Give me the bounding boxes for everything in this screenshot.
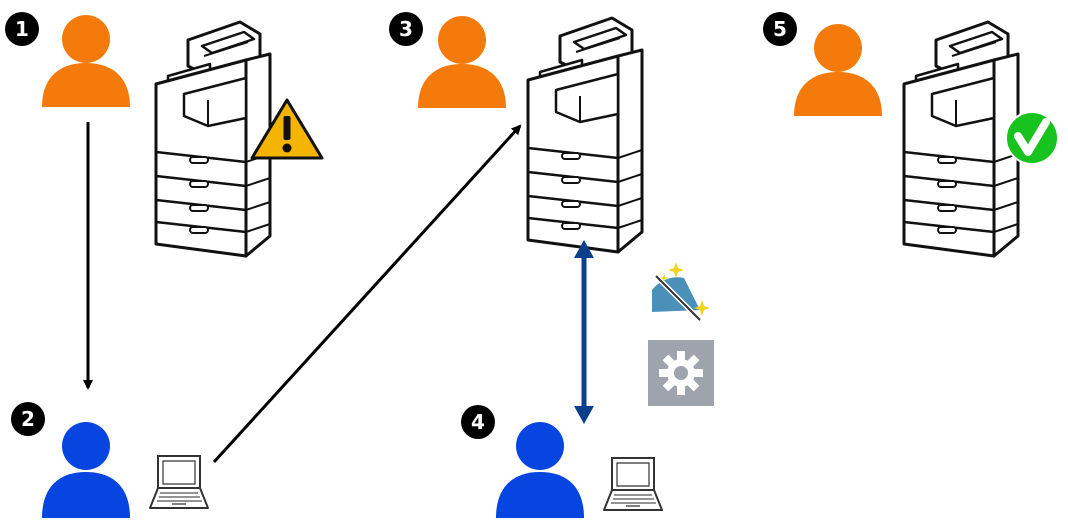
bidirectional-arrow: [574, 240, 594, 424]
printer-icon: [526, 16, 644, 254]
step-1: 1: [5, 12, 324, 258]
printer-icon: [902, 20, 1020, 258]
laptop-icon: [603, 457, 663, 511]
step-4-badge: 4: [461, 405, 495, 439]
svg-text:5: 5: [773, 17, 787, 41]
svg-text:3: 3: [399, 17, 413, 41]
step-3-badge: 3: [389, 12, 423, 46]
gear-icon: [648, 340, 714, 406]
step-2: 2: [11, 402, 209, 518]
svg-text:2: 2: [21, 407, 35, 431]
administrator-person-icon: [794, 24, 882, 116]
step-4: 4: [461, 405, 663, 518]
printer-icon: [154, 20, 272, 258]
check-icon: [1005, 111, 1059, 165]
service-user-person-icon: [42, 422, 130, 518]
step-5-badge: 5: [763, 12, 797, 46]
laptop-icon: [149, 455, 209, 509]
step-1-badge: 1: [5, 12, 39, 46]
remote-maintenance-icon: [652, 262, 710, 322]
step-5: 5: [763, 12, 1059, 258]
step-2-badge: 2: [11, 402, 45, 436]
svg-text:1: 1: [15, 17, 29, 41]
administrator-person-icon: [42, 15, 130, 107]
arrow-step2-to-step3: [212, 124, 522, 464]
warning-icon: [250, 98, 324, 160]
administrator-person-icon: [418, 16, 506, 108]
svg-text:4: 4: [471, 410, 485, 434]
step-3: 3: [389, 12, 644, 254]
service-user-person-icon: [496, 422, 584, 518]
